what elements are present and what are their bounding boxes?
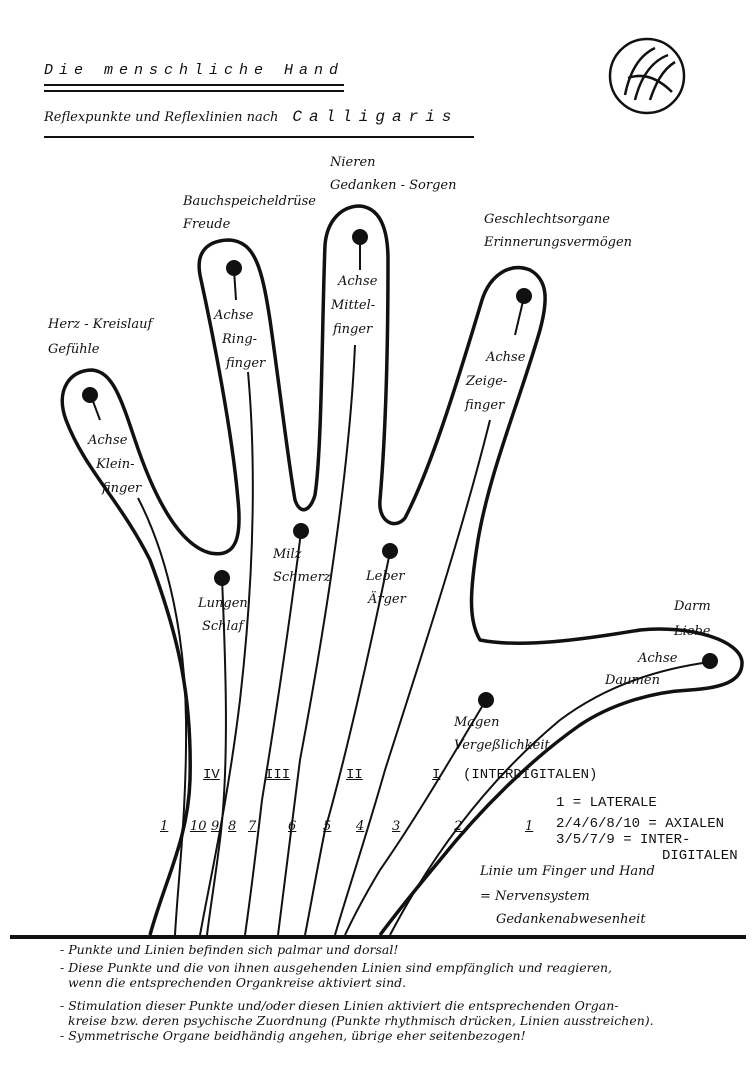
thumb-organ: Darm <box>674 599 711 614</box>
roman-ii: II <box>346 767 363 783</box>
note-line: - Diese Punkte und die von ihnen ausgehe… <box>60 960 613 975</box>
note-line: - Symmetrische Organe beidhändig angehen… <box>60 1028 526 1043</box>
title-underline <box>44 84 344 86</box>
axial-line-thumb <box>389 661 711 936</box>
middle-axis-2: Mittel- <box>331 298 376 313</box>
legend-axialen: 2/4/6/8/10 = AXIALEN <box>556 816 725 832</box>
title-double-underline <box>44 90 344 92</box>
ring-meaning: Freude <box>183 217 231 232</box>
thumb-axis-2: Daumen <box>605 673 660 688</box>
subtitle-prefix: Reflexpunkte und Reflexlinien nach <box>44 110 279 125</box>
milz-organ: Milz <box>273 547 302 562</box>
base-line <box>10 935 746 939</box>
legend-inter: 3/5/7/9 = INTER- <box>556 832 691 848</box>
legend-nerve-2: = Nervensystem <box>480 889 590 904</box>
thumb-axis-1: Achse <box>638 651 678 666</box>
legend-nerve-1: Linie um Finger und Hand <box>480 864 655 879</box>
point-milz[interactable] <box>293 523 309 539</box>
subtitle-underline <box>44 136 474 138</box>
index-axis-3: finger <box>465 398 505 413</box>
point-pinky[interactable] <box>82 387 98 403</box>
ring-axis-1: Achse <box>214 308 254 323</box>
line-number: 2 <box>454 819 463 834</box>
line-number: 6 <box>288 819 297 834</box>
line-number: 1 <box>160 819 169 834</box>
pinky-axis-3: finger <box>102 481 142 496</box>
reflex-lines <box>90 238 711 936</box>
note-line: wenn die entsprechenden Organkreise akti… <box>68 975 407 990</box>
line-number: 1 <box>525 819 534 834</box>
middle-organ: Nieren <box>330 155 376 170</box>
index-axis-1: Achse <box>486 350 526 365</box>
line-number: 7 <box>248 819 257 834</box>
pinky-organ: Herz - Kreislauf <box>48 317 153 332</box>
axial-line-middle <box>277 344 356 936</box>
roman-iv: IV <box>203 767 220 783</box>
line-9 <box>206 577 227 936</box>
thumb-meaning: Liebe <box>674 624 711 639</box>
pinky-axis-2: Klein- <box>96 457 135 472</box>
index-axis-2: Zeige- <box>466 374 508 389</box>
leber-organ: Leber <box>366 569 405 584</box>
notes: - Punkte und Linien befinden sich palmar… <box>60 942 654 1043</box>
lungen-organ: Lungen <box>198 596 248 611</box>
point-leber[interactable] <box>382 543 398 559</box>
logo <box>608 37 686 115</box>
line-number: 10 <box>190 819 207 834</box>
pinky-meaning: Gefühle <box>48 342 100 357</box>
roman-iii: III <box>265 767 291 783</box>
point-index[interactable] <box>516 288 532 304</box>
roman-i: I <box>432 767 441 783</box>
axial-line-ring <box>199 371 254 936</box>
line-number: 3 <box>392 819 401 834</box>
line-number: 4 <box>356 819 365 834</box>
legend-laterale: 1 = LATERALE <box>556 795 657 811</box>
note-line: - Stimulation dieser Punkte und/oder die… <box>60 998 619 1013</box>
index-organ: Geschlechtsorgane <box>484 212 610 227</box>
hand-outline <box>60 204 744 937</box>
axial-line-index <box>334 419 491 936</box>
page-subtitle: Reflexpunkte und Reflexlinien nach Callig… <box>44 108 458 126</box>
point-middle[interactable] <box>352 229 368 245</box>
line-number: 5 <box>323 819 332 834</box>
magen-meaning: Vergeßlichkeit <box>454 738 550 753</box>
milz-meaning: Schmerz <box>273 570 331 585</box>
line-5 <box>304 551 391 936</box>
point-ring[interactable] <box>226 260 242 276</box>
leber-meaning: Ärger <box>368 592 406 607</box>
ring-axis-3: finger <box>226 356 266 371</box>
line-3 <box>344 699 487 936</box>
note-line: - Punkte und Linien befinden sich palmar… <box>60 942 399 957</box>
point-lungen[interactable] <box>214 570 230 586</box>
index-meaning: Erinnerungsvermögen <box>484 235 633 250</box>
reflex-points <box>82 229 718 708</box>
line-7 <box>244 531 302 936</box>
note-line: kreise bzw. deren psychische Zuordnung (… <box>68 1013 654 1028</box>
point-thumb[interactable] <box>702 653 718 669</box>
magen-organ: Magen <box>454 715 500 730</box>
middle-axis-1: Achse <box>338 274 378 289</box>
legend-digitalen: DIGITALEN <box>662 848 738 864</box>
lungen-meaning: Schlaf <box>202 619 244 634</box>
middle-meaning: Gedanken - Sorgen <box>330 178 457 193</box>
line-number: 9 <box>211 819 220 834</box>
subtitle-author: Calligaris <box>292 108 459 126</box>
line-number: 8 <box>228 819 237 834</box>
page-title: Die menschliche Hand <box>44 62 345 79</box>
ring-organ: Bauchspeicheldrüse <box>183 194 316 209</box>
legend-nerve-3: Gedankenabwesenheit <box>496 912 646 927</box>
pinky-axis-1: Achse <box>88 433 128 448</box>
middle-axis-3: finger <box>333 322 373 337</box>
axial-line-pinky <box>137 497 188 936</box>
ring-axis-2: Ring- <box>222 332 258 347</box>
point-magen[interactable] <box>478 692 494 708</box>
interdigital-caption: (INTERDIGITALEN) <box>463 767 598 783</box>
